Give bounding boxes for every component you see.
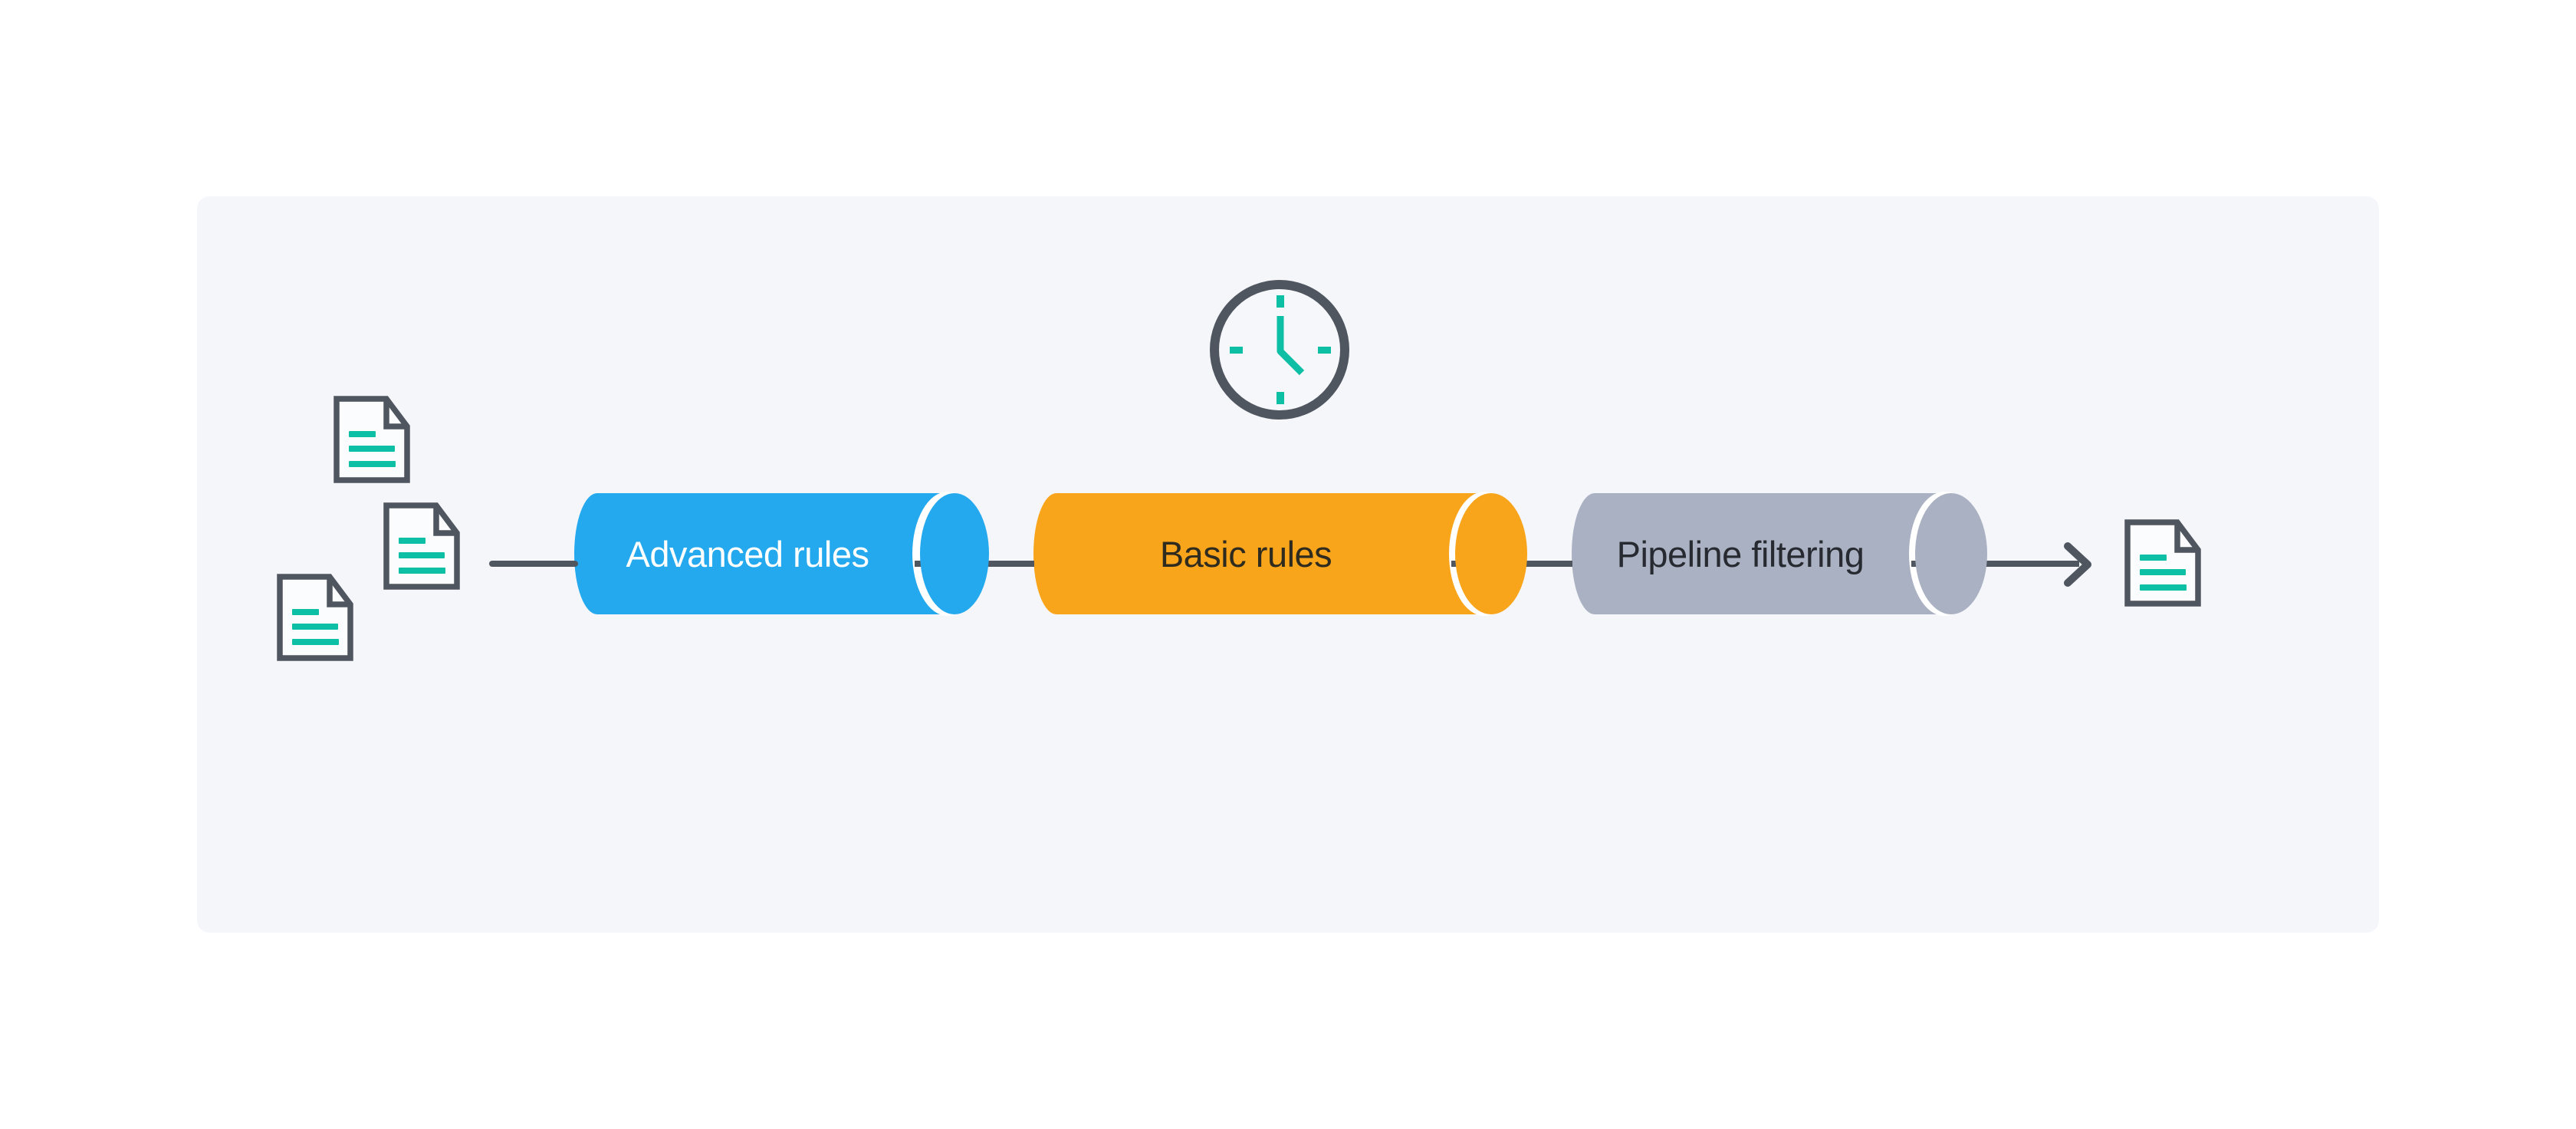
cylinder-basic-rules: [1033, 492, 1520, 616]
clock-tick-6: [1276, 392, 1284, 404]
clock-hands: [1276, 316, 1305, 376]
cylinder-cap-basic: [1455, 493, 1527, 614]
cylinder-cap-advanced: [920, 493, 989, 614]
clock-tick-12: [1276, 295, 1284, 308]
clock-tick-9: [1230, 347, 1243, 354]
document-icon: [386, 505, 457, 587]
cylinder-cap-pipeline: [1915, 493, 1987, 614]
arrow-right-icon: [2064, 542, 2091, 587]
document-icon: [337, 399, 407, 480]
clock-icon: [1210, 280, 1349, 420]
document-icon: [280, 577, 350, 658]
document-icon: [2128, 522, 2198, 604]
clock-tick-3: [1318, 347, 1331, 354]
